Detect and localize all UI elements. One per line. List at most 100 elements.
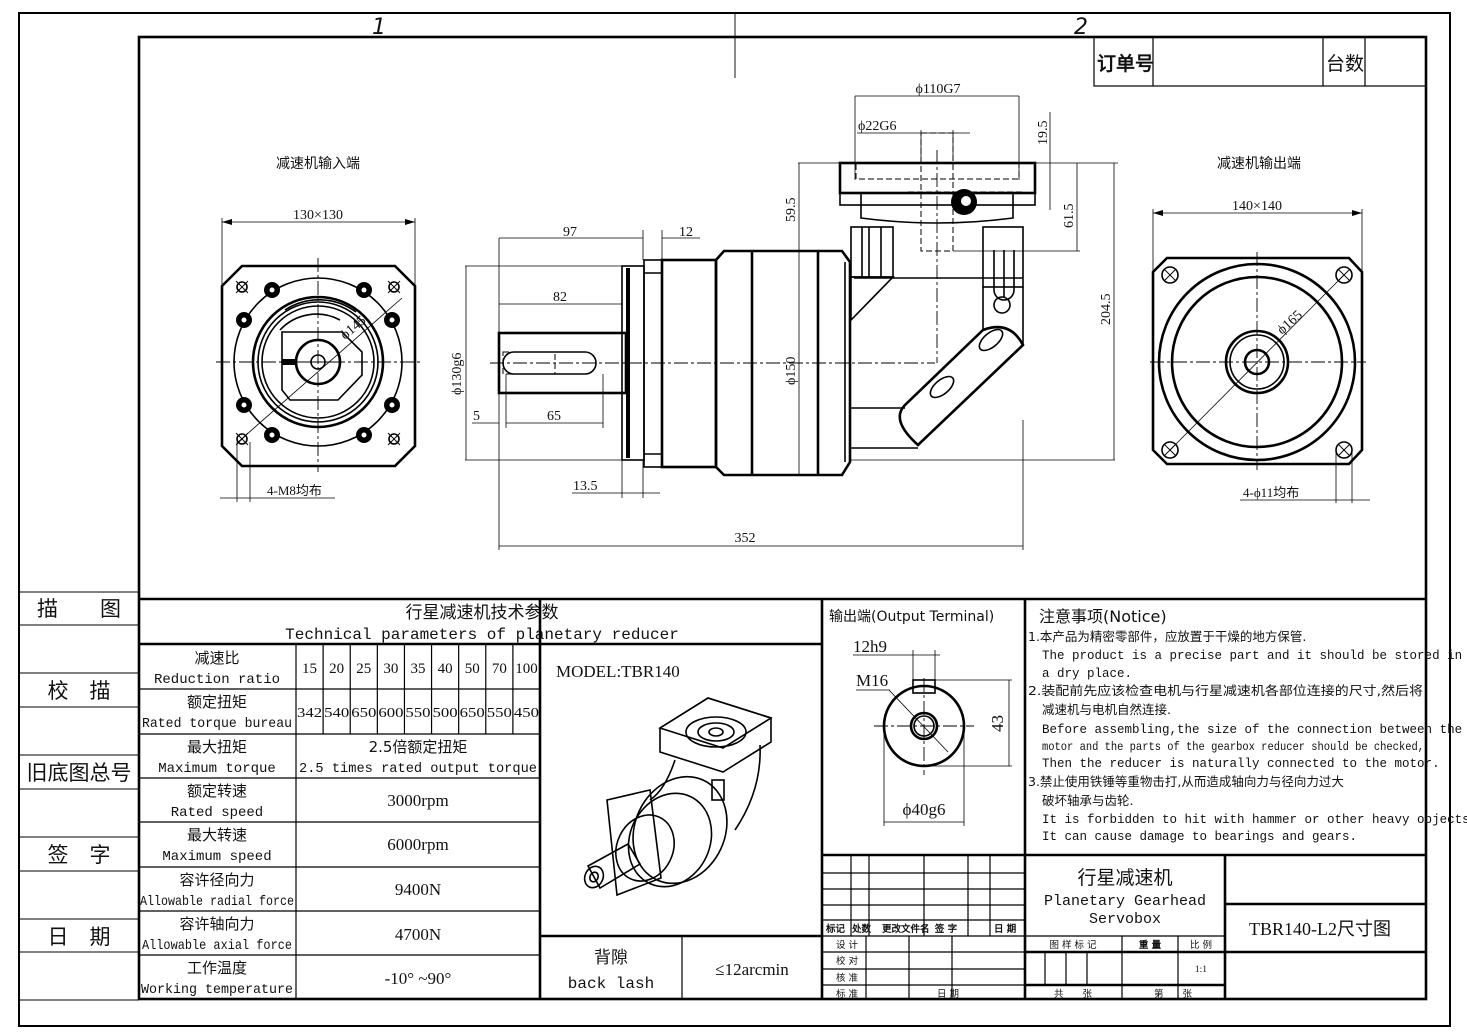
output-pcd: ϕ165: [1275, 308, 1306, 338]
tech-title-en: Technical parameters of planetary reduce…: [285, 626, 679, 644]
notice-line: The product is a precise part and it sho…: [1042, 649, 1462, 663]
row-label-en-max-speed: Maximum speed: [162, 849, 271, 865]
backlash-label-en: back lash: [568, 975, 654, 993]
backlash-label-cn: 背隙: [594, 948, 628, 968]
product-name-en-1: Planetary Gearhead: [1044, 893, 1206, 910]
reduction-ratio-value: 15: [302, 661, 317, 677]
max-speed-value: 6000rpm: [387, 835, 448, 854]
max-torque-value-en: 2.5 times rated output torque: [299, 761, 537, 777]
thread-dim: M16: [856, 671, 888, 690]
output-terminal-box: 输出端(Output Terminal) 12h9 M16 43 ϕ40g6: [829, 599, 1027, 855]
row-label-cn-ratio: 减速比: [194, 649, 239, 667]
role-check: 校 对: [836, 955, 859, 967]
height-dim: 43: [988, 715, 1007, 732]
notice-line: Then the reducer is naturally connected …: [1042, 757, 1440, 771]
notice-line: 破坏轴承与齿轮.: [1042, 793, 1133, 808]
row-label-cn-max-torque: 最大扭矩: [187, 738, 247, 756]
row-label-cn-work-temp: 工作温度: [187, 959, 247, 977]
dim-204-5: 204.5: [1099, 294, 1114, 326]
drawing-mark-label: 图 样 标 记: [1049, 939, 1097, 951]
output-terminal-title: 输出端(Output Terminal): [829, 609, 994, 625]
date-label: 日 期: [937, 989, 959, 1000]
notice-line: motor and the parts of the gearbox reduc…: [1042, 740, 1424, 754]
zone-label-1: 1: [372, 15, 386, 40]
input-end-view: 减速机输入端 130×130: [216, 156, 422, 502]
rated-torque-value: 600: [378, 706, 403, 721]
reduction-ratio-value: 30: [383, 661, 398, 677]
work-temp-value: -10° ~90°: [385, 969, 452, 988]
rated-torque-value: 550: [487, 706, 512, 721]
rated-torque-value: 450: [514, 706, 539, 721]
row-label-en-max-torque: Maximum torque: [158, 761, 276, 777]
reduction-ratio-value: 25: [356, 661, 371, 677]
notice-line: 3.禁止使用铁锤等重物击打,从而造成轴向力与径向力过大: [1028, 774, 1344, 789]
notice-line: Before assembling,the size of the connec…: [1042, 723, 1462, 737]
stamp-old-drawing-no: 旧底图总号: [27, 761, 132, 785]
dim-110g7: ϕ110G7: [916, 82, 961, 97]
weight-label: 重 量: [1139, 939, 1162, 951]
dim-82: 82: [553, 290, 567, 305]
dim-59-5: 59.5: [784, 198, 799, 223]
tech-title-cn: 行星减速机技术参数: [406, 603, 559, 623]
dim-150: ϕ150: [784, 357, 799, 385]
notice-box: 注意事项(Notice) 1.本产品为精密零部件，应放置于干燥的地方保管. Th…: [1028, 607, 1467, 844]
row-label-cn-axial-force: 容许轴向力: [179, 915, 254, 933]
rated-torque-value: 550: [405, 706, 430, 721]
input-holes-note: 4-M8均布: [267, 483, 322, 498]
zone-label-2: 2: [1074, 15, 1088, 40]
reduction-ratio-value: 40: [438, 661, 453, 677]
diameter-dim: ϕ40g6: [903, 800, 946, 819]
reduction-ratio-value: 100: [515, 661, 538, 677]
rated-torque-value: 500: [433, 706, 458, 721]
reduction-ratio-value: 50: [465, 661, 480, 677]
order-box: 订单号 台数: [1093, 36, 1427, 87]
notice-line: It can cause damage to bearings and gear…: [1042, 830, 1357, 844]
rated-torque-value: 342: [297, 706, 322, 721]
rated-torque-value: 540: [324, 706, 349, 721]
rated-speed-value: 3000rpm: [387, 791, 448, 810]
notice-line: 1.本产品为精密零部件，应放置于干燥的地方保管.: [1028, 629, 1306, 644]
role-approve: 核 准: [836, 972, 859, 984]
notice-title: 注意事项(Notice): [1039, 607, 1167, 626]
output-end-title: 减速机输出端: [1217, 156, 1301, 172]
stamp-draw: 描 图: [37, 597, 121, 621]
qty-label: 台数: [1326, 53, 1364, 75]
role-design: 设 计: [836, 939, 859, 951]
product-name-cn: 行星减速机: [1077, 867, 1172, 889]
input-flange-size: 130×130: [293, 208, 343, 223]
output-flange-size: 140×140: [1232, 199, 1282, 214]
dim-97: 97: [563, 225, 577, 240]
scale-label: 比 例: [1190, 939, 1212, 951]
stamp-trace-check: 校 描: [48, 679, 111, 703]
dim-12: 12: [679, 225, 693, 240]
key-width-dim: 12h9: [853, 637, 887, 656]
tech-params-table: 行星减速机技术参数 Technical parameters of planet…: [139, 599, 824, 999]
sheets-total: 共 张: [1054, 989, 1093, 1000]
backlash-value: ≤12arcmin: [715, 960, 789, 979]
dim-130g6: ϕ130g6: [450, 353, 465, 395]
role-standard: 标 准: [836, 988, 859, 1000]
stamp-signature: 签 字: [48, 843, 111, 867]
stamp-date: 日 期: [48, 925, 111, 949]
rev-header-mark: 标记: [825, 923, 846, 935]
row-label-cn-max-speed: 最大转速: [187, 826, 247, 844]
row-label-cn-rated-speed: 额定转速: [187, 782, 247, 800]
output-holes-note: 4-ϕ11均布: [1243, 485, 1299, 500]
row-label-cn-radial-force: 容许径向力: [179, 871, 254, 889]
reduction-ratio-value: 70: [492, 661, 507, 677]
notice-line: It is forbidden to hit with hammer or ot…: [1042, 813, 1467, 827]
inner-frame: [137, 35, 1428, 1001]
gearbox-illustration: [583, 697, 773, 897]
dim-5: 5: [473, 409, 480, 424]
order-no-label: 订单号: [1097, 52, 1154, 75]
reduction-ratio-value: 20: [329, 661, 344, 677]
max-torque-value-cn: 2.5倍额定扭矩: [369, 738, 468, 756]
rated-torque-value: 650: [351, 706, 376, 721]
rev-header-file: 更改文件名: [882, 923, 930, 935]
dim-22g6: ϕ22G6: [858, 119, 896, 134]
scale-value: 1:1: [1195, 965, 1207, 975]
dim-61-5: 61.5: [1062, 204, 1077, 229]
row-label-cn-rated-torque: 额定扭矩: [187, 693, 247, 711]
rev-header-sign: 签 字: [934, 923, 958, 935]
dim-13-5: 13.5: [573, 479, 598, 494]
